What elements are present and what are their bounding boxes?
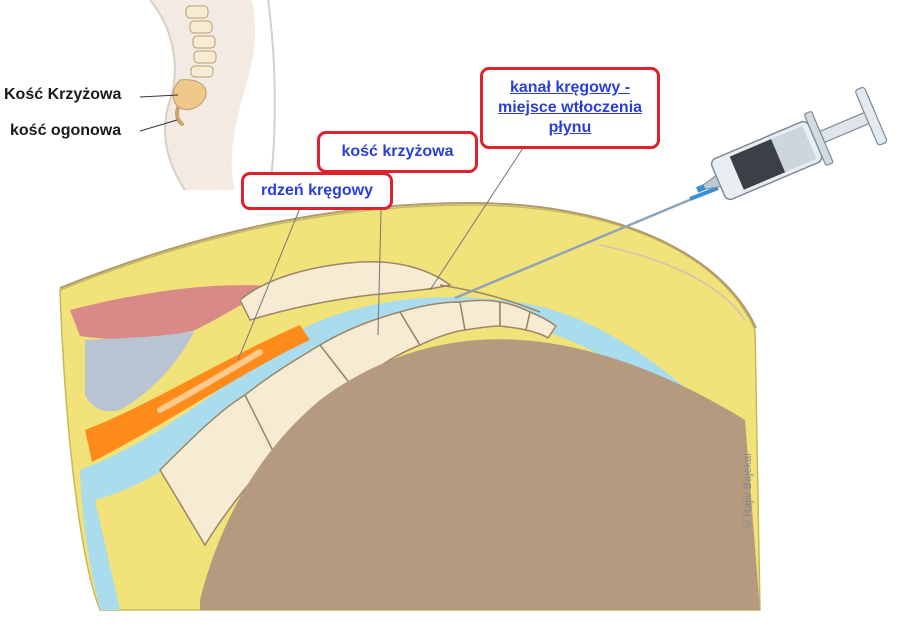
leader-canal [429,144,526,291]
leader-spinal-cord [237,207,301,361]
spinal-cord [85,325,310,462]
inset-leader-coccyx [139,119,178,132]
callout-spinal-canal[interactable]: kanał kręgowy - miejsce wtłoczenia płynu [480,67,660,149]
callout-spinal-cord: rdzeń kręgowy [241,172,393,210]
callout-sacrum: kość krzyżowa [317,131,478,173]
cross-section [59,86,888,611]
grey-region [85,330,195,412]
csf-lower [80,470,120,610]
csf-band [80,297,700,500]
callout-canal-line1[interactable]: kanał kręgowy - [509,79,631,96]
inset-coccyx [175,106,184,126]
callout-spinal-cord-text: rdzeń kręgowy [260,182,374,199]
label-sacrum-inset: Kość Krzyżowa [4,86,122,103]
inset-spine-figure [0,0,285,191]
inset-sacrum [172,79,207,111]
inset-leader-sacrum [139,94,179,98]
muscle-red [70,285,270,340]
skin-outer-line [599,244,746,321]
needle-tip-hub [689,186,719,201]
skin-line [59,201,757,329]
posterior-arch [239,261,452,321]
inset-vertebrae [185,5,217,78]
image-credit: © Rajiv Bajekal [742,453,754,528]
spinal-cord-highlight [157,349,263,413]
vertebral-bodies [159,299,558,547]
sacral-hiatus-membrane [439,284,541,313]
needle [454,186,719,300]
label-coccyx-inset: kość ogonowa [10,122,122,139]
syringe [696,86,888,201]
deep-tissue [200,339,760,610]
callout-canal-line2[interactable]: miejsce wtłoczenia [497,99,643,116]
callout-sacrum-text: kość krzyżowa [341,143,454,160]
callout-canal-line3[interactable]: płynu [548,119,592,136]
